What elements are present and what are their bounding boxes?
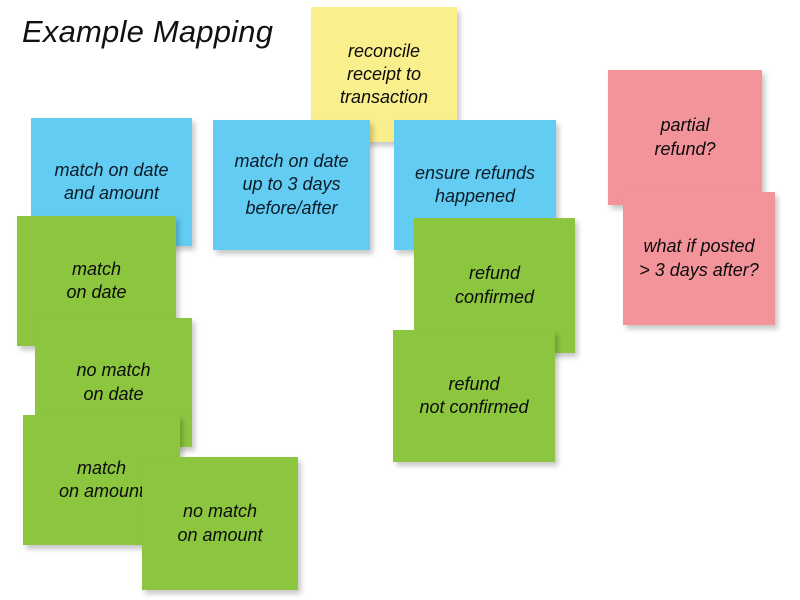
sticky-note-question-posted-after-3-days[interactable]: what if posted > 3 days after? bbox=[623, 192, 775, 325]
sticky-note-example-refund-not-confirmed[interactable]: refund not confirmed bbox=[393, 330, 555, 462]
sticky-note-rule-match-date-3-days[interactable]: match on date up to 3 days before/after bbox=[213, 120, 370, 250]
sticky-note-example-no-match-on-amount[interactable]: no match on amount bbox=[142, 457, 298, 590]
sticky-note-question-partial-refund[interactable]: partial refund? bbox=[608, 70, 762, 205]
page-title: Example Mapping bbox=[22, 14, 274, 49]
sticky-note-story[interactable]: reconcile receipt to transaction bbox=[311, 7, 457, 142]
